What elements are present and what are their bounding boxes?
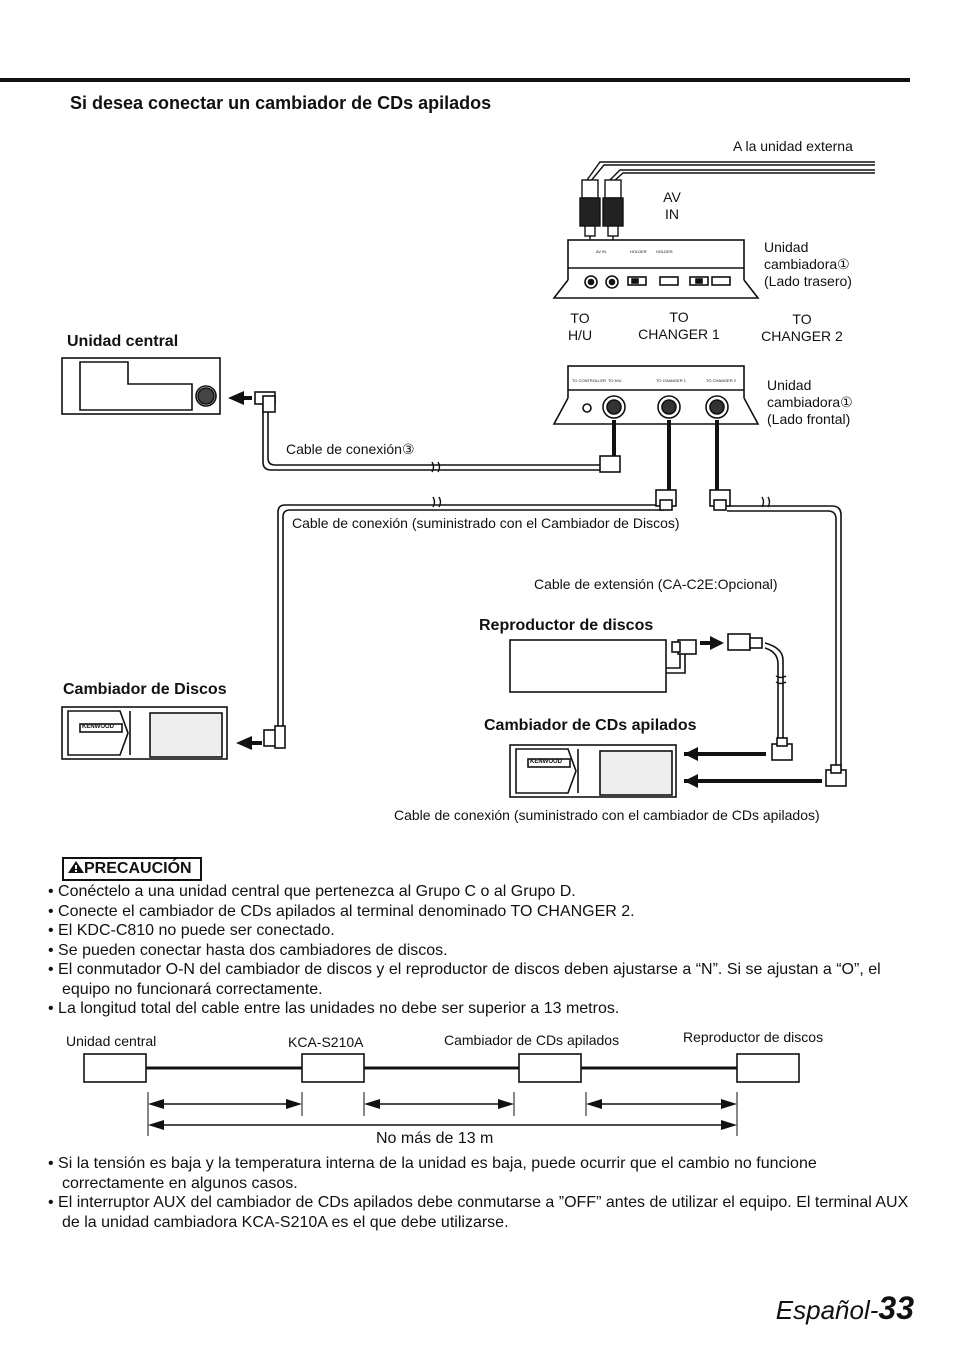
brand-logo: KENWOOD [530, 759, 562, 765]
av-in-label: AV IN [663, 189, 681, 222]
length-unit3-label: Cambiador de CDs apilados [444, 1032, 620, 1048]
front-tiny-label: TO CONTROLLER [572, 378, 606, 383]
note-item: • Si la tensión es baja y la temperatura… [48, 1155, 817, 1192]
caution-item: • El conmutador O-N del cambiador de dis… [48, 961, 881, 998]
to-changer2-label: TO CHANGER 2 [761, 311, 843, 344]
external-unit-label: A la unidad externa [733, 138, 853, 154]
changer-unit-front [552, 365, 760, 425]
top-rule [0, 78, 910, 82]
front-tiny-label: TO CHANGER 2 [706, 378, 736, 383]
disc-player [509, 639, 667, 693]
notes-list: • Si la tensión es baja y la temperatura… [48, 1154, 918, 1232]
to-changer1-label: TO CHANGER 1 [638, 309, 720, 342]
page-footer: Español-33 [776, 1290, 914, 1327]
head-unit [61, 357, 221, 415]
caution-item: • El KDC-C810 no puede ser conectado. [48, 922, 335, 939]
changer-front-label: Unidad cambiadora① (Lado frontal) [767, 377, 853, 427]
front-tiny-label: TO H/U [608, 378, 622, 383]
length-diagram [83, 1053, 800, 1136]
note-item: • El interruptor AUX del cambiador de CD… [48, 1194, 909, 1231]
caution-item: • Se pueden conectar hasta dos cambiador… [48, 941, 448, 959]
rear-tiny-label: HOLDER [656, 249, 673, 254]
caution-item: • Conecte el cambiador de CDs apilados a… [48, 902, 635, 920]
brand-logo: KENWOOD [82, 724, 114, 730]
cable-lines [262, 404, 842, 770]
disc-player-label: Reproductor de discos [479, 617, 654, 634]
caution-item: • La longitud total del cable entre las … [48, 1000, 620, 1017]
changer-unit-rear [552, 239, 760, 299]
stack-changer [509, 744, 677, 798]
length-arrowheads [148, 1099, 737, 1130]
changer-rear-label: Unidad cambiadora① (Lado trasero) [764, 239, 852, 289]
av-cables [586, 161, 875, 183]
caution-badge: PRECAUCIÓN [62, 857, 202, 881]
disc-changer-label: Cambiador de Discos [63, 681, 227, 698]
rear-tiny-label: HOLDER [630, 249, 647, 254]
length-unit2-label: KCA-S210A [288, 1034, 364, 1050]
length-unit4-label: Reproductor de discos [683, 1029, 824, 1045]
head-unit-label: Unidad central [67, 333, 179, 350]
cable-connectors [254, 391, 847, 787]
cable3-label: Cable de conexión③ [286, 441, 415, 457]
disc-changer [61, 706, 228, 760]
caution-item: • Conéctelo a una unidad central que per… [48, 883, 576, 900]
footer-language: Español- [775, 1295, 879, 1325]
stack-changer-label: Cambiador de CDs apilados [484, 717, 697, 734]
section-heading: Si desea conectar un cambiador de CDs ap… [70, 93, 492, 113]
to-hu-label: TO H/U [567, 310, 593, 343]
cable-stack-label: Cable de conexión (suministrado con el c… [394, 807, 820, 823]
front-tiny-label: TO CHANGER 1 [656, 378, 686, 383]
cable-changer-label: Cable de conexión (suministrado con el C… [292, 515, 680, 531]
max-length-label: No más de 13 m [376, 1130, 494, 1147]
break-marks [431, 461, 787, 685]
caution-list: • Conéctelo a una unidad central que per… [48, 882, 918, 1019]
warning-icon [68, 861, 84, 873]
rear-tiny-label: AV IN [596, 249, 607, 254]
length-unit1-label: Unidad central [66, 1033, 157, 1049]
caution-title: PRECAUCIÓN [84, 860, 192, 877]
arrowheads [228, 391, 724, 788]
page-number: 33 [878, 1290, 914, 1326]
extension-cable-label: Cable de extensión (CA-C2E:Opcional) [534, 576, 778, 592]
